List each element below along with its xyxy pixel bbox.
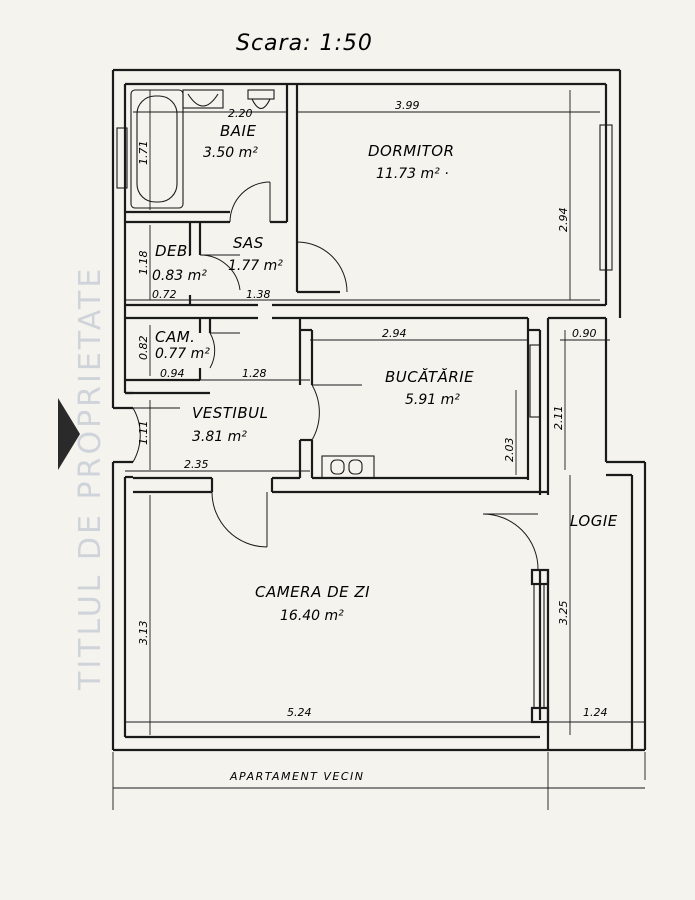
room-label-deb: DEB. [155, 242, 193, 260]
room-label-logie: LOGIE [570, 512, 618, 530]
sink-icon [182, 89, 224, 109]
bathtub-icon [130, 89, 184, 209]
dim-hall-width: 1.28 [242, 367, 267, 380]
watermark-text: TITLUL DE PROPRIETATE [73, 266, 108, 691]
neighbor-label: APARTAMENT VECIN [229, 770, 365, 783]
toilet-icon [247, 89, 275, 110]
dim-logie-width: 0.90 [572, 327, 597, 340]
entrance-marker [58, 398, 80, 470]
room-label-cam: CAM. [155, 328, 195, 346]
room-area-sas: 1.77 m² [228, 258, 283, 274]
camera-window [533, 583, 545, 709]
dim-sas-width: 1.38 [246, 288, 271, 301]
dim-deb-height: 1.18 [137, 251, 150, 276]
dim-camera-width: 5.24 [287, 706, 312, 719]
dim-bucatarie-width: 2.94 [382, 327, 407, 340]
room-label-dormitor: DORMITOR [368, 142, 455, 160]
dim-dormitor-height: 2.94 [557, 208, 570, 233]
room-label-baie: BAIE [220, 122, 256, 140]
baie-window [116, 127, 128, 189]
scale-label: Scara: 1:50 [236, 31, 373, 56]
bucatarie-window [529, 344, 541, 418]
room-area-baie: 3.50 m² [203, 145, 258, 161]
room-area-vestibul: 3.81 m² [192, 429, 247, 445]
dim-logie-bottom-width: 1.24 [583, 706, 608, 719]
doors [132, 181, 539, 570]
dim-vestibul-width: 2.35 [184, 458, 209, 471]
dim-deb-width: 0.72 [152, 288, 177, 301]
dim-logie-lower-height: 3.25 [557, 601, 570, 626]
room-label-vestibul: VESTIBUL [192, 404, 268, 422]
room-area-camera-de-zi: 16.40 m² [280, 608, 344, 624]
room-area-deb: 0.83 m² [152, 268, 207, 284]
stove-icon [321, 455, 375, 479]
dim-dormitor-width: 3.99 [395, 99, 420, 112]
dim-cam-width: 0.94 [160, 367, 185, 380]
dormitor-window [599, 124, 613, 271]
dim-baie-height: 1.71 [137, 141, 150, 166]
room-area-dormitor: 11.73 m² · [376, 166, 449, 182]
dim-vestibul-height: 1.11 [137, 421, 150, 446]
dim-bucatarie-height: 2.03 [503, 438, 516, 463]
outer-walls [111, 68, 647, 752]
dim-cam-height: 0.82 [137, 336, 150, 361]
dim-camera-height: 3.13 [137, 621, 150, 646]
room-label-camera-de-zi: CAMERA DE ZI [255, 583, 370, 601]
room-area-cam: 0.77 m² [155, 346, 210, 362]
room-area-bucatarie: 5.91 m² [405, 392, 460, 408]
room-label-sas: SAS [233, 234, 264, 252]
dim-logie-height: 2.11 [552, 406, 565, 431]
room-label-bucatarie: BUCĂTĂRIE [385, 367, 474, 386]
dimension-lines [112, 90, 646, 810]
dim-baie-width: 2.20 [228, 107, 253, 120]
